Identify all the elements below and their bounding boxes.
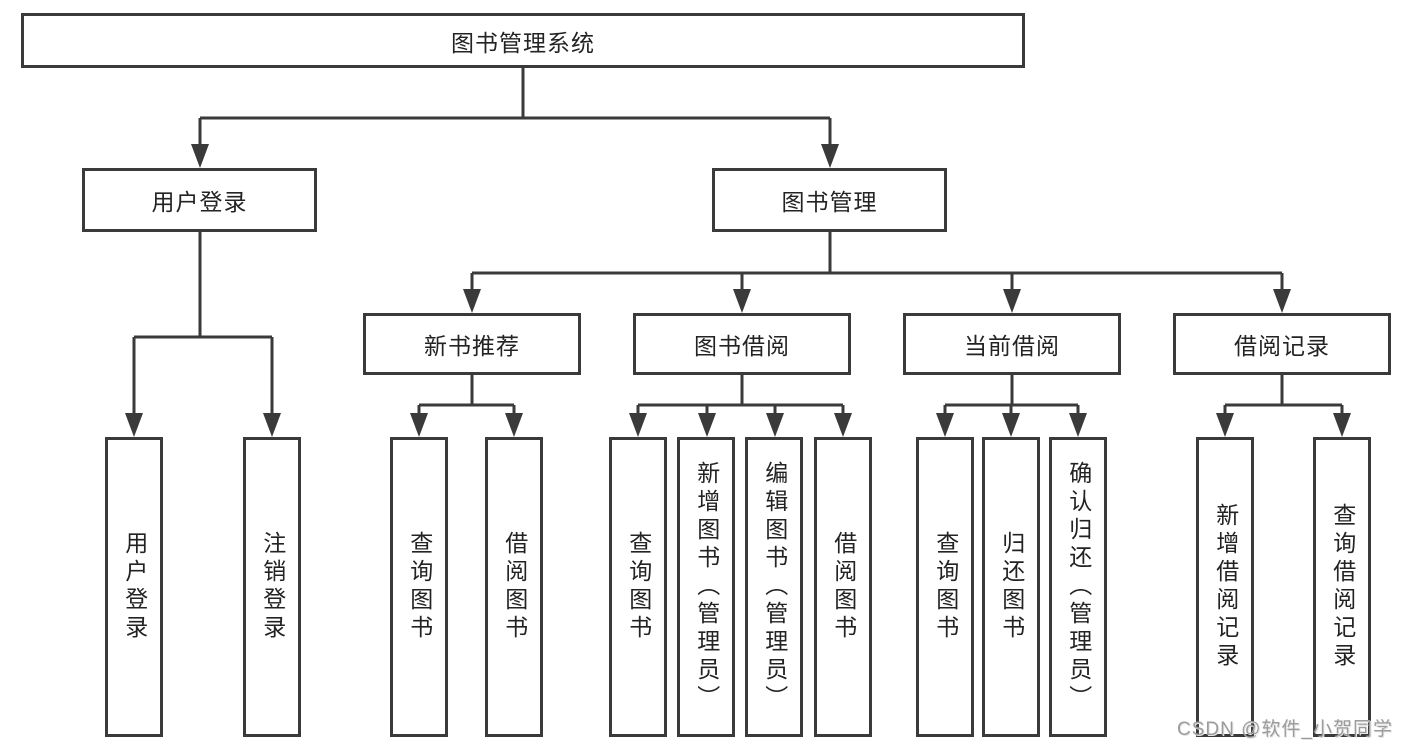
leaf-borrow-books-recommend: 借阅图书 bbox=[485, 437, 543, 737]
node-current-borrowing-label: 当前借阅 bbox=[964, 333, 1060, 359]
leaf-query-books-recommend: 查询图书 bbox=[390, 437, 448, 737]
node-borrowing-records: 借阅记录 bbox=[1173, 313, 1391, 375]
node-book-borrowing: 图书借阅 bbox=[633, 313, 851, 375]
leaf-borrow-books-borrowing-label: 借阅图书 bbox=[830, 531, 857, 643]
leaf-borrow-books-recommend-label: 借阅图书 bbox=[501, 531, 528, 643]
leaf-add-borrow-record-label: 新增借阅记录 bbox=[1212, 503, 1239, 671]
node-user-login: 用户登录 bbox=[82, 168, 317, 232]
leaf-query-borrow-record: 查询借阅记录 bbox=[1313, 437, 1371, 737]
leaf-confirm-return-admin-label: 确认归还（管理员） bbox=[1065, 461, 1092, 713]
leaf-borrow-books-borrowing: 借阅图书 bbox=[814, 437, 872, 737]
node-book-management: 图书管理 bbox=[712, 168, 947, 232]
leaf-logout: 注销登录 bbox=[243, 437, 301, 737]
node-book-borrowing-label: 图书借阅 bbox=[694, 333, 790, 359]
leaf-query-books-borrowing-label: 查询图书 bbox=[625, 531, 652, 643]
leaf-query-books-recommend-label: 查询图书 bbox=[406, 531, 433, 643]
node-user-login-label: 用户登录 bbox=[151, 189, 248, 215]
node-borrowing-records-label: 借阅记录 bbox=[1234, 333, 1330, 359]
leaf-return-books-label: 归还图书 bbox=[998, 531, 1025, 643]
leaf-edit-books-admin-label: 编辑图书（管理员） bbox=[761, 461, 788, 713]
node-new-book-recommendation-label: 新书推荐 bbox=[424, 333, 520, 359]
leaf-edit-books-admin: 编辑图书（管理员） bbox=[745, 437, 803, 737]
leaf-query-borrow-record-label: 查询借阅记录 bbox=[1329, 503, 1356, 671]
leaf-confirm-return-admin: 确认归还（管理员） bbox=[1049, 437, 1107, 737]
node-new-book-recommendation: 新书推荐 bbox=[363, 313, 581, 375]
leaf-add-books-admin: 新增图书（管理员） bbox=[677, 437, 735, 737]
leaf-add-books-admin-label: 新增图书（管理员） bbox=[693, 461, 720, 713]
leaf-query-books-current-label: 查询图书 bbox=[932, 531, 959, 643]
leaf-logout-label: 注销登录 bbox=[259, 531, 286, 643]
leaf-add-borrow-record: 新增借阅记录 bbox=[1196, 437, 1254, 737]
node-book-management-label: 图书管理 bbox=[781, 189, 878, 215]
node-library-management-system: 图书管理系统 bbox=[21, 13, 1025, 68]
leaf-return-books: 归还图书 bbox=[982, 437, 1040, 737]
watermark: CSDN @软件_小贺同学 bbox=[1177, 719, 1393, 740]
node-current-borrowing: 当前借阅 bbox=[903, 313, 1121, 375]
leaf-query-books-borrowing: 查询图书 bbox=[609, 437, 667, 737]
node-library-management-system-label: 图书管理系统 bbox=[451, 29, 595, 56]
leaf-query-books-current: 查询图书 bbox=[916, 437, 974, 737]
leaf-user-login: 用户登录 bbox=[105, 437, 163, 737]
leaf-user-login-label: 用户登录 bbox=[121, 531, 148, 643]
